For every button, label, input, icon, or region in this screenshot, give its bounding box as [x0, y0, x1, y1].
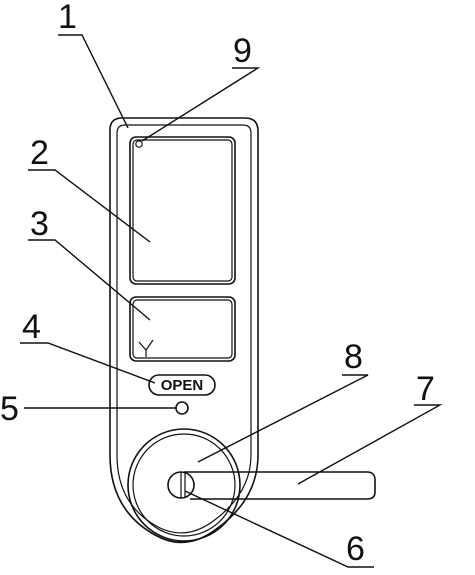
- upper-panel: [129, 136, 236, 285]
- indicator-light: [135, 140, 143, 148]
- callout-1: 1: [58, 0, 77, 36]
- upper-panel-inner: [132, 139, 233, 282]
- leader-1: [58, 34, 129, 129]
- callout-4: 4: [22, 308, 41, 346]
- small-hole: [175, 401, 189, 415]
- lower-panel-inner: [132, 299, 233, 359]
- callout-8: 8: [344, 338, 363, 376]
- callout-7: 7: [416, 370, 435, 408]
- callout-5: 5: [0, 390, 19, 428]
- leader-8: [197, 374, 369, 463]
- open-button-label: OPEN: [161, 377, 204, 394]
- leader-9: [141, 67, 261, 142]
- y-mark: [138, 339, 154, 357]
- handle-lever: [184, 471, 376, 500]
- lock-body-inner: [116, 124, 252, 534]
- callout-9: 9: [233, 32, 252, 70]
- callout-2: 2: [30, 134, 49, 172]
- callout-3: 3: [30, 205, 49, 243]
- leader-6: [184, 490, 374, 568]
- knob-rose-outer: [127, 428, 241, 542]
- lower-panel: [129, 296, 236, 362]
- leader-7: [297, 404, 443, 485]
- leader-3: [28, 239, 151, 321]
- callout-6: 6: [346, 530, 365, 568]
- leader-2: [28, 169, 151, 243]
- leader-4: [20, 342, 156, 384]
- knob-rose-inner: [132, 433, 236, 537]
- lock-body-outer: [109, 117, 259, 544]
- open-button: [148, 374, 216, 396]
